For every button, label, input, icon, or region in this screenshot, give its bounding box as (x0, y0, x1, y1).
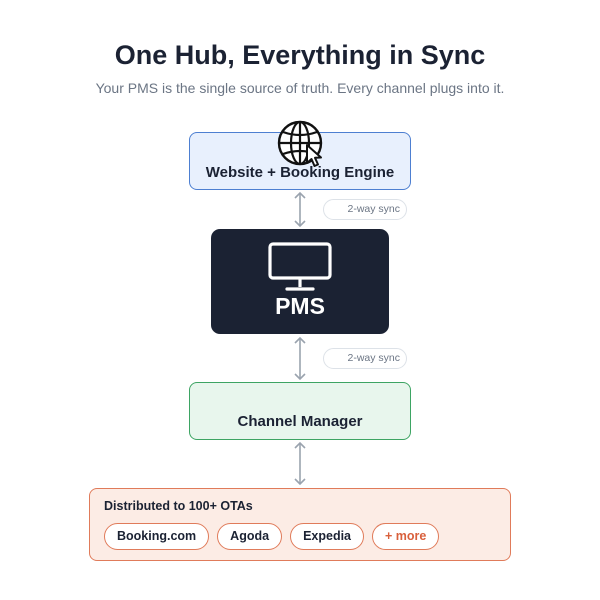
channel-manager-label: Channel Manager (237, 413, 363, 430)
sync-arrow-bottom (294, 336, 306, 381)
ota-distribution-box: Distributed to 100+ OTAs Booking.com Ago… (89, 488, 511, 561)
sync-label-bottom: 2-way sync (323, 348, 407, 369)
ota-chip-booking: Booking.com (104, 523, 210, 550)
sync-label-top: 2-way sync (323, 199, 407, 220)
ota-chip-more: + more (372, 523, 440, 550)
sync-arrow-ota (294, 441, 306, 486)
page-subtitle: Your PMS is the single source of truth. … (95, 80, 505, 96)
globe-cursor-icon (277, 120, 323, 167)
sync-arrow-top (294, 191, 306, 228)
channel-manager-node: Channel Manager (189, 382, 411, 440)
page-title: One Hub, Everything in Sync (114, 40, 486, 70)
pms-node: PMS (211, 229, 389, 334)
ota-chip-expedia: Expedia (290, 523, 364, 550)
ota-chip-agoda: Agoda (217, 523, 283, 550)
ota-chip-list: Booking.com Agoda Expedia + more (104, 523, 440, 550)
pms-node-label: PMS (275, 293, 325, 319)
website-node-label: Website + Booking Engine (205, 164, 395, 181)
ota-title: Distributed to 100+ OTAs (104, 499, 253, 513)
monitor-icon (268, 242, 332, 291)
